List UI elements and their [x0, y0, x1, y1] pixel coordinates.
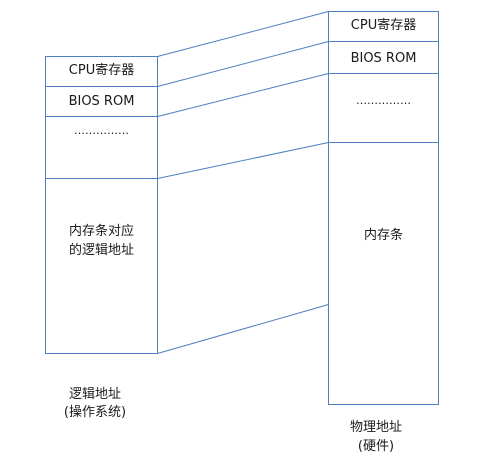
connector-cpu-register-bottom — [157, 41, 329, 87]
logical-memory-label-line1: 内存条对应 — [68, 224, 134, 239]
physical-column-frame — [328, 11, 439, 405]
logical-caption-line2: (操作系统) — [63, 405, 127, 420]
physical-address-column — [328, 11, 439, 405]
physical-ellipsis-label: …………… — [356, 94, 411, 107]
connector-cpu-register-top — [157, 11, 329, 57]
logical-bios-rom-label: BIOS ROM — [68, 94, 135, 109]
physical-memory-label: 内存条 — [363, 228, 403, 243]
physical-bios-rom-label: BIOS ROM — [350, 51, 417, 66]
connector-memory-bottom — [157, 304, 329, 354]
logical-column-frame — [45, 56, 158, 354]
logical-caption-line1: 逻辑地址 — [68, 387, 121, 402]
mapping-connectors — [157, 11, 329, 354]
logical-cpu-register-label: CPU寄存器 — [68, 63, 135, 78]
logical-ellipsis-label: …………… — [74, 124, 129, 137]
connector-bios-rom-bottom — [157, 73, 329, 117]
logical-address-column — [45, 56, 158, 354]
connector-ellipsis-bottom — [157, 142, 329, 179]
logical-memory-label-line2: 的逻辑地址 — [68, 243, 134, 258]
physical-caption-line1: 物理地址 — [349, 420, 402, 435]
physical-cpu-register-label: CPU寄存器 — [350, 18, 417, 33]
physical-caption-line2: (硬件) — [357, 439, 395, 454]
